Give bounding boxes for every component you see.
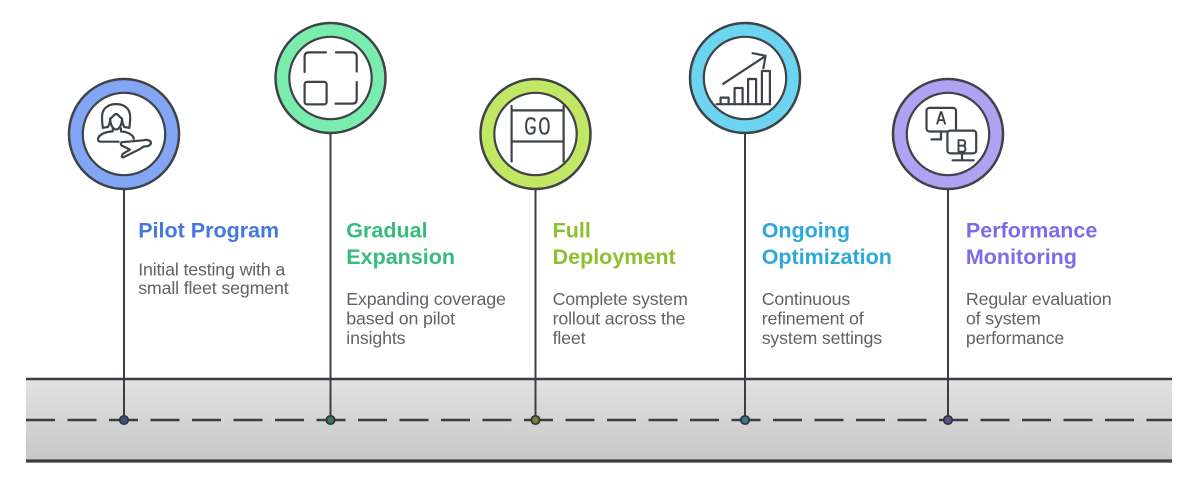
- svg-text:based on pilot: based on pilot: [346, 308, 455, 328]
- svg-text:Full: Full: [553, 219, 591, 243]
- svg-text:Expanding coverage: Expanding coverage: [346, 289, 506, 309]
- svg-text:insights: insights: [346, 328, 405, 348]
- svg-text:rollout across the: rollout across the: [553, 308, 686, 328]
- svg-text:Initial testing with a: Initial testing with a: [138, 259, 285, 279]
- svg-text:Continuous: Continuous: [762, 289, 851, 309]
- svg-text:performance: performance: [966, 328, 1064, 348]
- svg-text:refinement of: refinement of: [762, 308, 864, 328]
- svg-text:Monitoring: Monitoring: [966, 245, 1077, 269]
- svg-text:Complete system: Complete system: [553, 289, 688, 309]
- svg-text:Regular evaluation: Regular evaluation: [966, 289, 1112, 309]
- svg-text:Ongoing: Ongoing: [762, 219, 850, 243]
- svg-text:Optimization: Optimization: [762, 245, 892, 269]
- svg-text:system settings: system settings: [762, 328, 883, 348]
- svg-text:Performance: Performance: [966, 219, 1097, 243]
- svg-text:fleet: fleet: [553, 328, 586, 348]
- svg-text:Gradual: Gradual: [346, 219, 427, 243]
- svg-text:Expansion: Expansion: [346, 245, 455, 269]
- svg-text:small fleet segment: small fleet segment: [138, 278, 289, 298]
- svg-text:Deployment: Deployment: [553, 245, 676, 269]
- svg-text:Pilot Program: Pilot Program: [138, 219, 279, 243]
- svg-text:of system: of system: [966, 308, 1041, 328]
